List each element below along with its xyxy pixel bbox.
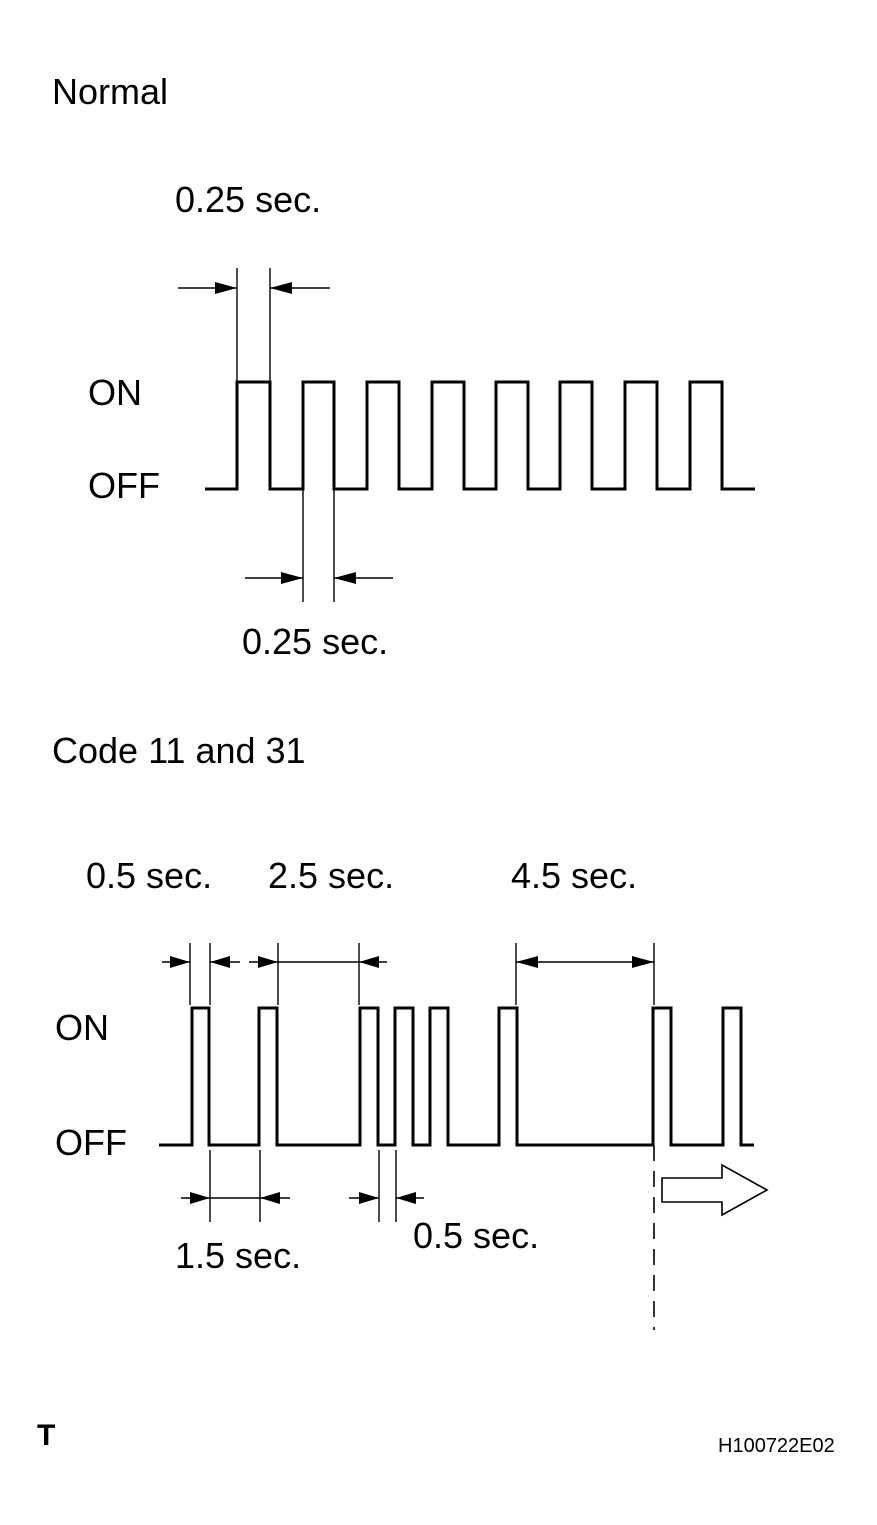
code-repeat-gap-label: 4.5 sec.: [511, 855, 637, 896]
normal-waveform: [205, 380, 755, 491]
code-pulse-width-dimension: [162, 943, 240, 1005]
code-off-label: OFF: [55, 1122, 127, 1163]
code-short-gap-dimension: [349, 1150, 424, 1222]
normal-on-width-label: 0.25 sec.: [175, 179, 321, 220]
code-waveform: [159, 1006, 754, 1147]
normal-on-label: ON: [88, 372, 142, 413]
code-section-title: Code 11 and 31: [52, 730, 306, 771]
normal-off-width-label: 0.25 sec.: [242, 621, 388, 662]
code-digit-gap-label: 2.5 sec.: [268, 855, 394, 896]
normal-on-width-dimension: [178, 268, 330, 382]
code-short-gap-label: 0.5 sec.: [413, 1215, 539, 1256]
code-pulse-gap-label: 1.5 sec.: [175, 1235, 301, 1276]
code-digit-gap-dimension: [249, 943, 387, 1005]
code-pulse-width-label: 0.5 sec.: [86, 855, 212, 896]
normal-off-label: OFF: [88, 465, 160, 506]
continue-arrow-icon: [661, 1163, 769, 1217]
footer-mark: T: [37, 1419, 55, 1452]
code-repeat-gap-dimension: [515, 943, 655, 1005]
normal-off-width-dimension: [245, 489, 393, 602]
normal-section-title: Normal: [52, 71, 168, 112]
code-on-label: ON: [55, 1007, 109, 1048]
code-pulse-gap-dimension: [181, 1150, 290, 1222]
figure-id: H100722E02: [718, 1435, 835, 1457]
